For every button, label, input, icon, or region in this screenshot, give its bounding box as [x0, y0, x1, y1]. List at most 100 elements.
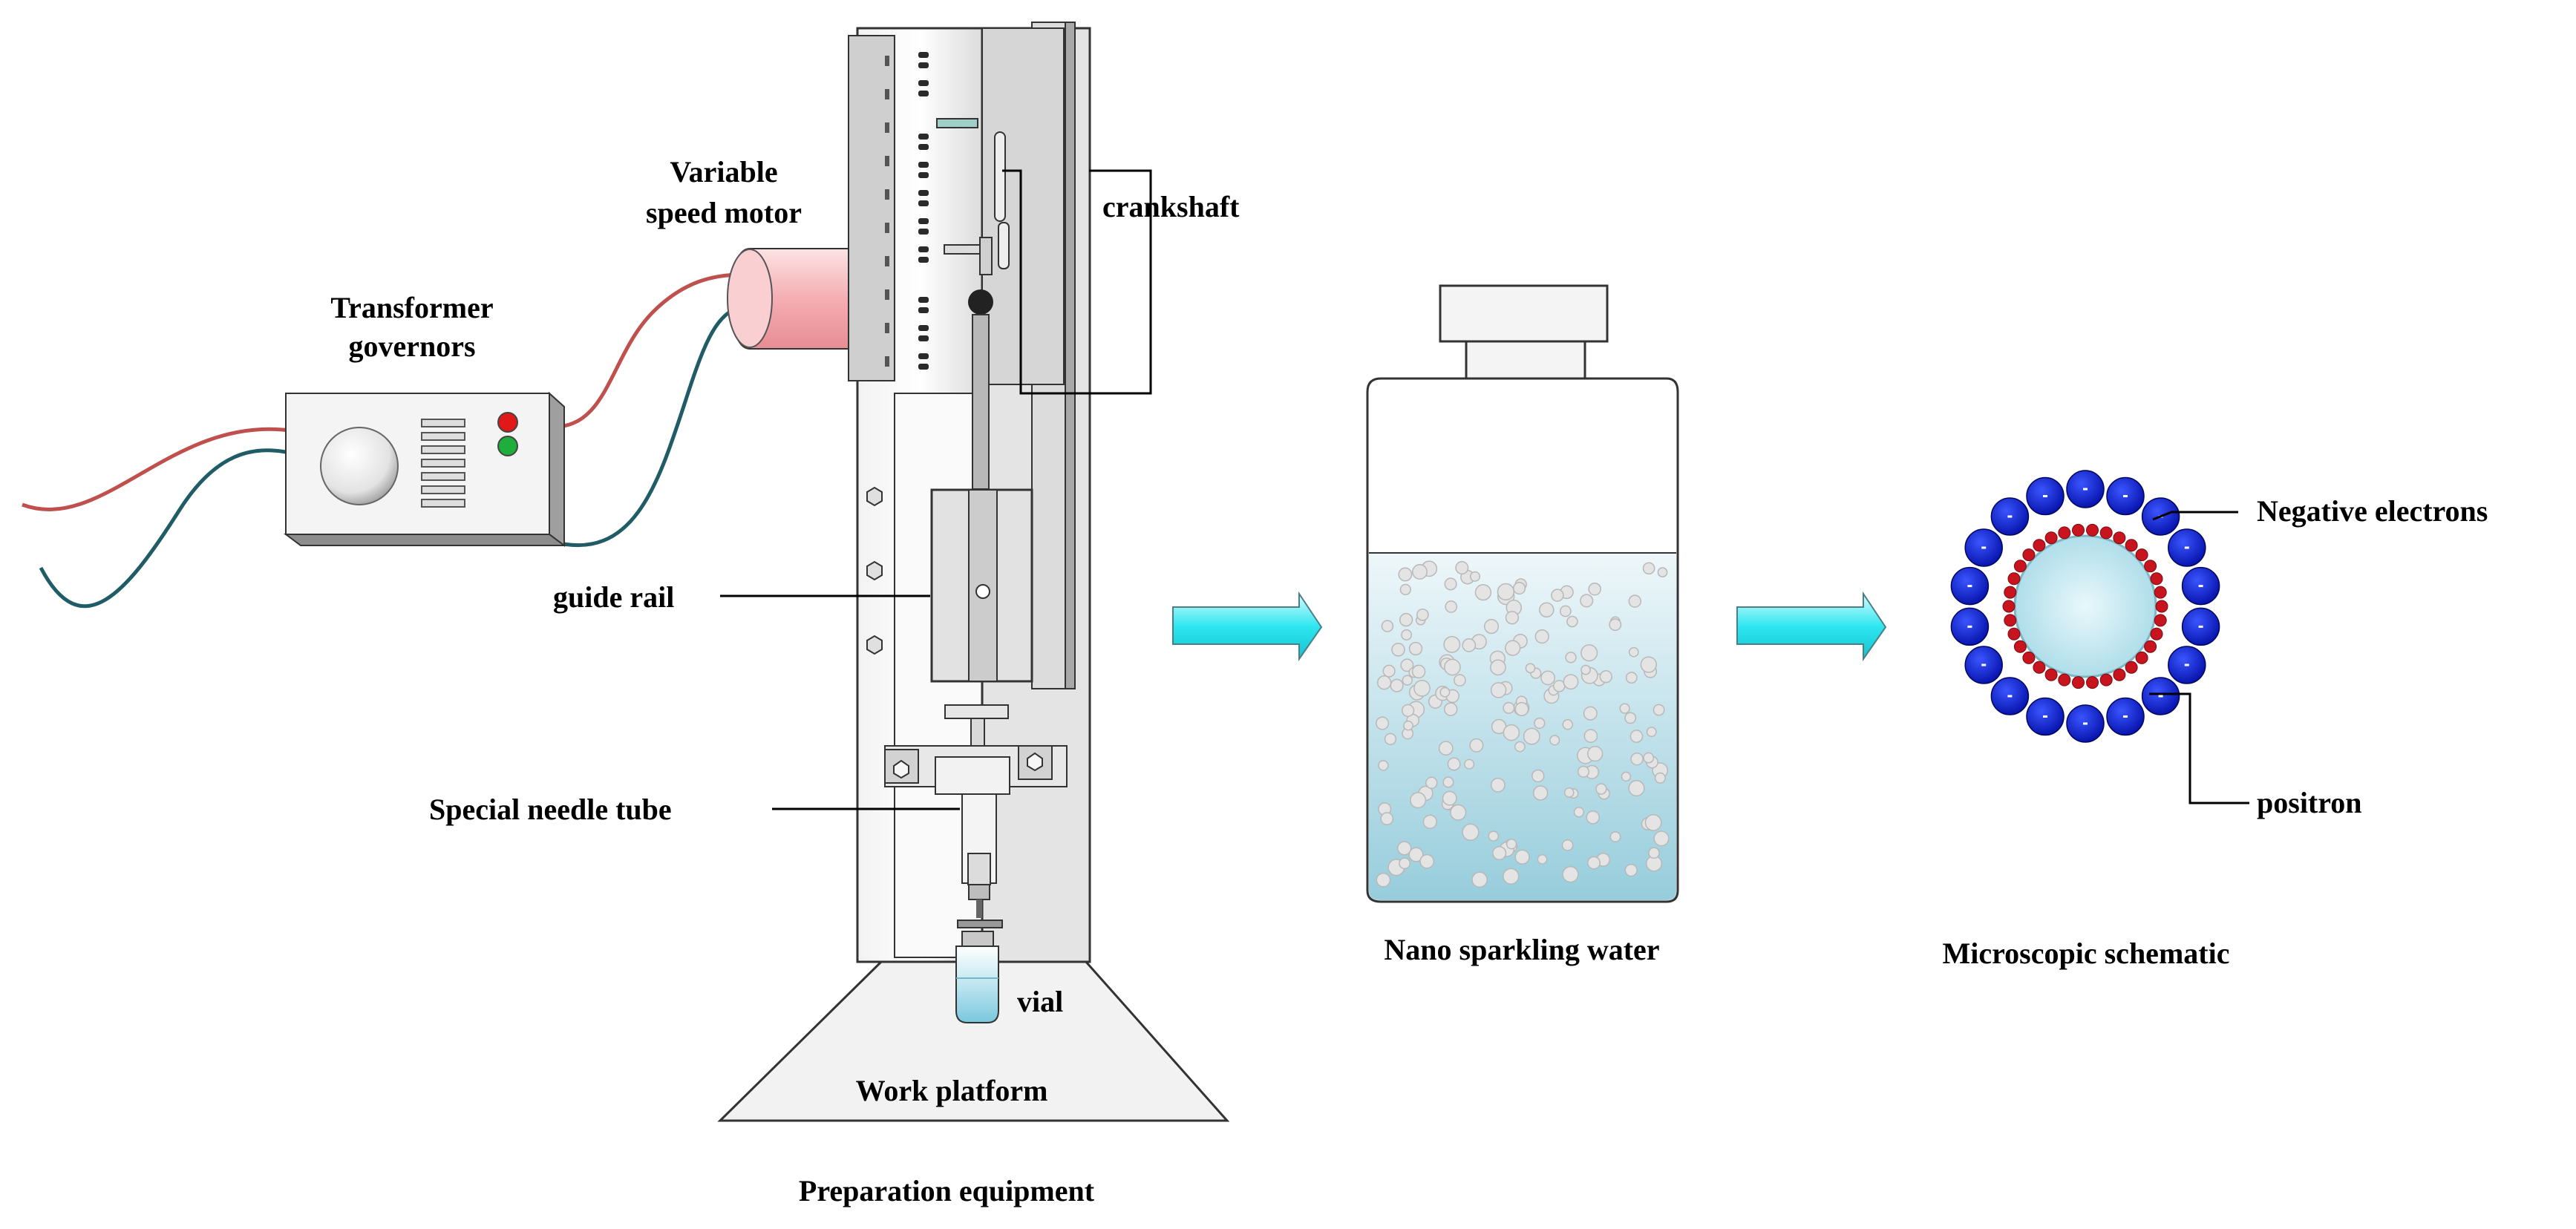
bubble-icon — [1381, 620, 1394, 632]
bubble-icon — [1514, 702, 1529, 716]
special-needle-tube — [957, 793, 1003, 928]
bubble-icon — [1532, 785, 1549, 801]
minus-sign-icon — [2007, 695, 2013, 698]
bubble-icon — [1553, 680, 1566, 692]
crankshaft-mechanism — [936, 118, 1010, 490]
positron-dot — [2013, 560, 2027, 573]
bubble-icon — [1490, 777, 1506, 793]
minus-sign-icon — [2123, 495, 2128, 497]
motor-label-line1: Variable — [670, 155, 777, 189]
bubble-icon — [1376, 675, 1392, 690]
bubble-icon — [1401, 704, 1415, 718]
positron-dot — [2144, 640, 2157, 653]
bubble-icon — [1397, 841, 1412, 856]
knob-icon — [320, 427, 399, 505]
bubble-icon — [1580, 594, 1594, 608]
bubble-icon — [1505, 611, 1520, 625]
bubble-icon — [1462, 638, 1477, 652]
positron-dot — [2150, 572, 2163, 586]
positron-dot — [2004, 614, 2017, 627]
red-wire-right — [549, 272, 743, 429]
transformer-box-side — [549, 391, 565, 547]
column-vent-holes — [918, 52, 929, 370]
minus-sign-icon — [2184, 546, 2189, 549]
positron-dot — [2125, 661, 2138, 674]
positron-dot — [2144, 560, 2157, 573]
bubble-icon — [1398, 567, 1413, 582]
positron-ring — [2002, 523, 2168, 689]
positron-dot — [2099, 673, 2113, 686]
bubble-icon — [1444, 658, 1461, 676]
red-wire-left — [22, 427, 290, 511]
positron-dot — [2150, 627, 2163, 640]
bubble-icon — [1400, 658, 1414, 672]
caption-preparation-equipment: Preparation equipment — [799, 1174, 1095, 1207]
bubble-icon — [1442, 790, 1457, 806]
positron-dot — [2033, 539, 2046, 552]
bubble-icon — [1621, 771, 1632, 782]
bubble-icon — [1561, 839, 1574, 851]
bubble-icon — [1531, 769, 1545, 783]
positron-dot — [2002, 600, 2016, 613]
positron-dot — [2154, 614, 2167, 627]
bubble-icon — [1422, 814, 1437, 829]
needle-tube-label: Special needle tube — [429, 793, 672, 826]
bubble-icon — [1442, 776, 1454, 788]
bubble-icon — [1587, 745, 1604, 762]
positron-label: positron — [2257, 786, 2362, 819]
bubble-icon — [1583, 729, 1598, 744]
right-arrow-icon — [1736, 591, 1887, 662]
bubble-icon — [1488, 830, 1500, 842]
bubble-icon — [1447, 757, 1461, 771]
bubble-icon — [1444, 577, 1457, 591]
bubble-icon — [1644, 813, 1662, 831]
guide-rail-label: guide rail — [553, 580, 674, 614]
bubble-icon — [1540, 670, 1556, 686]
bubble-icon — [1573, 807, 1585, 818]
positron-dot — [2125, 539, 2138, 552]
microscopic-schematic — [1950, 470, 2249, 804]
syringe-clamp — [884, 704, 1068, 795]
bubble-icon — [1505, 640, 1521, 656]
positron-dot — [2058, 673, 2071, 686]
bubble-icon — [1410, 792, 1427, 809]
guide-rail-pin — [975, 584, 990, 599]
bubble-icon — [1559, 605, 1572, 617]
positron-dot — [2113, 531, 2126, 545]
minus-sign-icon — [2083, 722, 2088, 725]
bubble-icon — [1380, 812, 1394, 825]
bubble-icon — [1619, 703, 1630, 714]
bubble-icon — [1503, 701, 1515, 714]
minus-sign-icon — [1981, 546, 1987, 549]
positron-dot — [2072, 676, 2085, 689]
minus-sign-icon — [2198, 585, 2203, 588]
bubble-icon — [1419, 853, 1435, 869]
positron-dot — [2086, 676, 2099, 689]
bubble-icon — [1391, 643, 1405, 657]
minus-sign-icon — [2198, 625, 2203, 628]
bubble-icon — [1624, 863, 1638, 877]
bubble-icon — [1443, 702, 1458, 716]
bubble-icon — [1492, 845, 1507, 861]
bubble-core — [2013, 534, 2157, 678]
bubble-icon — [1653, 704, 1665, 716]
bubble-icon — [1378, 760, 1389, 771]
bubble-icon — [1653, 830, 1670, 847]
bubble-icon — [1643, 752, 1655, 764]
bubble-icon — [1629, 730, 1644, 743]
bubble-icon — [1562, 866, 1579, 883]
bubble-icon — [1390, 678, 1404, 692]
bubble-icon — [1577, 765, 1590, 778]
bubble-icon — [1534, 717, 1546, 730]
positron-dot — [2113, 668, 2126, 681]
crankshaft-leader-line — [1002, 169, 1152, 395]
bubble-icon — [1376, 716, 1390, 730]
positron-dot — [2007, 572, 2021, 586]
transformer-governor — [22, 272, 747, 609]
minus-sign-icon — [2007, 515, 2013, 518]
bubble-icon — [1563, 787, 1575, 798]
vial — [955, 931, 999, 1023]
bubble-icon — [1580, 664, 1591, 675]
bubble-icon — [1654, 772, 1666, 784]
